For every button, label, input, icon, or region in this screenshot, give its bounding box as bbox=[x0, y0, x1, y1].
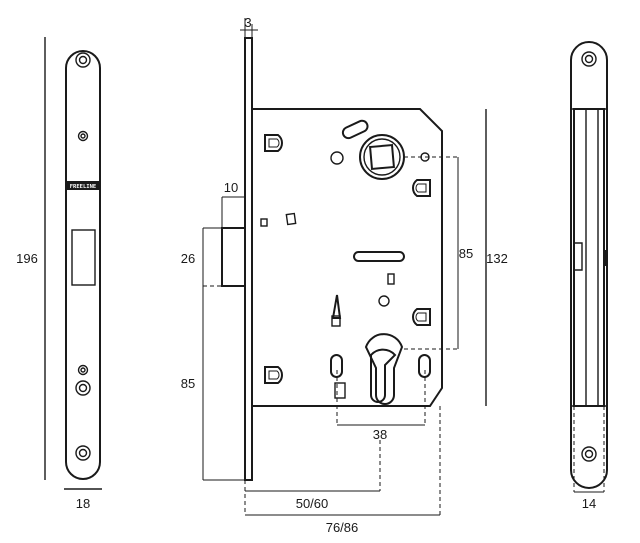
lock-body bbox=[202, 37, 443, 481]
latch-opening bbox=[71, 229, 96, 286]
dim-body-height: 132 bbox=[486, 251, 508, 266]
brand-label: FREELINE bbox=[70, 184, 97, 190]
dim-latch-projection: 10 bbox=[224, 180, 238, 195]
dim-backset: 50/60 bbox=[296, 496, 329, 511]
dim-faceplate-width: 14 bbox=[582, 496, 596, 511]
faceplate bbox=[244, 37, 253, 481]
faceplate-side-view bbox=[570, 41, 608, 489]
dim-cylinder-spacing: 38 bbox=[373, 427, 387, 442]
lock-case-outline bbox=[573, 108, 605, 407]
dim-latch-height: 26 bbox=[181, 251, 195, 266]
spindle-hub bbox=[359, 134, 405, 180]
dim-strike-height: 196 bbox=[16, 251, 38, 266]
dim-latch-to-cylinder: 85 bbox=[181, 376, 195, 391]
strike-plate: FREELINE bbox=[65, 50, 101, 480]
dim-overall-depth: 76/86 bbox=[326, 520, 359, 535]
brand-label-plate bbox=[67, 181, 99, 190]
dim-spindle-to-cylinder: 85 bbox=[459, 246, 473, 261]
dim-strike-width: 18 bbox=[76, 496, 90, 511]
dim-faceplate-thickness: 3 bbox=[244, 15, 251, 30]
latch-bolt bbox=[221, 227, 246, 287]
spindle-square bbox=[368, 143, 396, 171]
